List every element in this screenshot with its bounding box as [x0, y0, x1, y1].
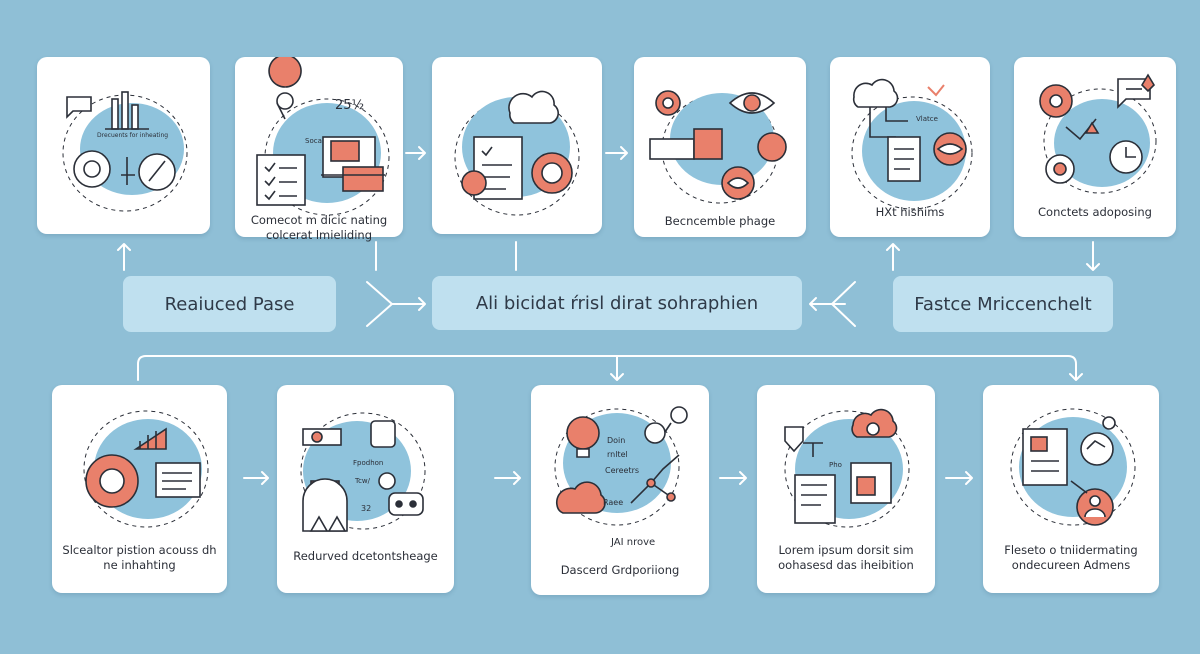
step-card-11: Fleseto o tniidermating ondecureen Admen…	[983, 385, 1159, 593]
mini-label-b: Socal	[305, 137, 324, 145]
step-caption: Fleseto o tniidermating ondecureen Admen…	[1004, 543, 1138, 572]
mini-label-e: JAI nrove	[610, 537, 655, 548]
step-card-4: Becncemble phage	[634, 57, 806, 237]
step-card-3	[432, 57, 602, 234]
analytics-illustration: Drecuents for inheating	[62, 91, 188, 212]
mini-label: Drecuents for inheating	[97, 132, 168, 139]
step-caption: Lorem ipsum dorsit sim oohasesd das ihei…	[778, 543, 914, 572]
step-caption: Conctets adoposing	[1038, 205, 1152, 219]
step-card-9: Doin rnltel Cereetrs Raee JAI nrove Dasc…	[531, 385, 709, 595]
mini-label-b: rnltel	[607, 450, 628, 459]
step-card-6: Conctets adoposing	[1014, 57, 1176, 237]
step-caption: Redurved dcetontsheage	[293, 549, 438, 563]
step-caption: Dascerd Grdporiiong	[560, 563, 680, 577]
checklist-illustration	[454, 90, 580, 216]
phase-label-center: Ali bicidat ŕrisl dirat sohraphien	[432, 276, 802, 330]
mini-label: Pho	[829, 461, 842, 469]
settings-illustration	[1039, 73, 1157, 194]
step-card-7: Slcealtor pistion acouss dh ne inhahting	[52, 385, 227, 593]
mini-label-c: Cereetrs	[605, 466, 639, 475]
mini-label: Vlatce	[916, 115, 938, 123]
vision-illustration	[649, 90, 787, 204]
step-card-8: Fpodhon Tcw/ 32 Redurved dcetontsheage	[277, 385, 454, 593]
step-card-1: Drecuents for inheating	[37, 57, 210, 234]
step-card-2: 25½ Socal Comecot m dicic nating colcera…	[235, 57, 403, 242]
mini-label-d: Raee	[603, 498, 623, 507]
step-caption: HXt hishims	[875, 205, 945, 219]
report-illustration: Pho	[784, 408, 910, 528]
step-caption: Slcealtor pistion acouss dh ne inhahting	[62, 543, 217, 572]
mini-label-a: Doin	[607, 436, 625, 445]
step-caption: Becncemble phage	[664, 214, 776, 228]
step-card-5: Vlatce HXt hishims	[830, 57, 990, 237]
growth-illustration	[83, 410, 209, 528]
phase-label-left: Reaiuced Pase	[123, 276, 336, 332]
planning-illustration: 25½ Socal	[256, 57, 390, 216]
monitoring-illustration: Vlatce	[851, 78, 973, 210]
phase-label-right: Fastce Mriccenchelt	[893, 276, 1113, 332]
team-illustration	[1010, 408, 1136, 526]
step-card-10: Pho Lorem ipsum dorsit sim oohasesd das …	[757, 385, 935, 593]
robot-illustration: Fpodhon Tcw/ 32	[300, 412, 426, 532]
mini-label-b: Tcw/	[354, 477, 371, 485]
mini-label-a: 25½	[335, 98, 364, 113]
mini-label-c: 32	[361, 504, 371, 513]
mini-label-a: Fpodhon	[353, 459, 383, 467]
step-caption: Comecot m dicic nating colcerat lmielidi…	[250, 213, 388, 242]
ideas-network-illustration: Doin rnltel Cereetrs Raee JAI nrove	[554, 406, 688, 548]
